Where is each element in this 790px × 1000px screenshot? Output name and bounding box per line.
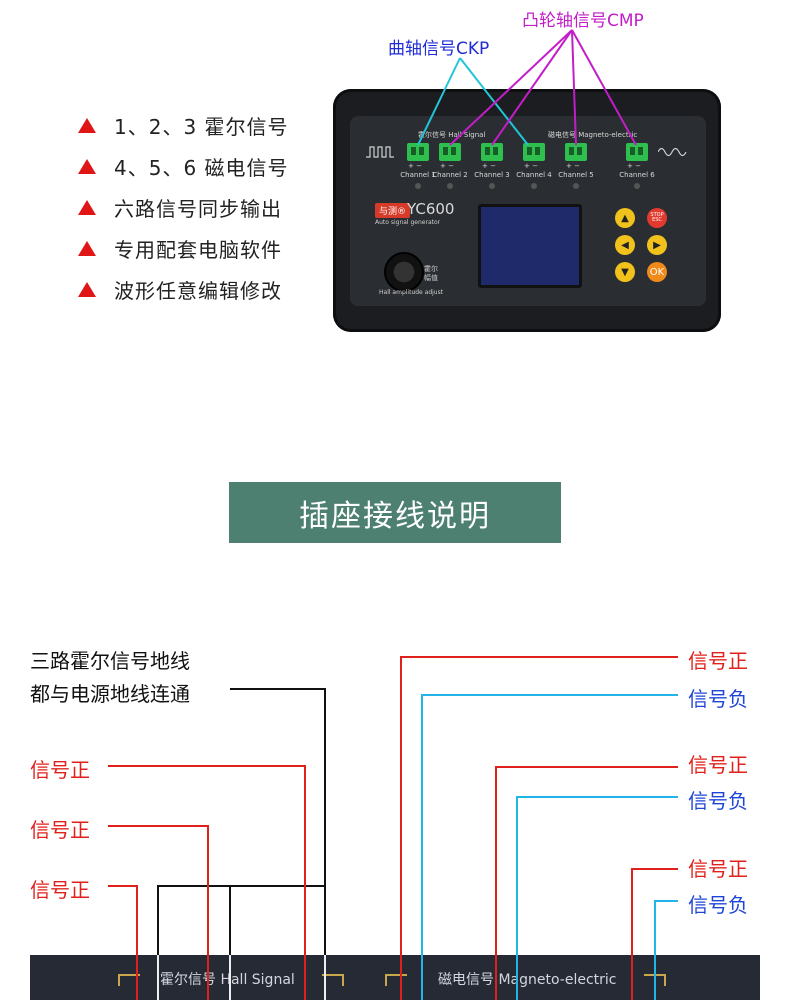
pin-label: + −: [566, 162, 580, 170]
callout-ckp: 曲轴信号CKP: [388, 39, 490, 59]
channel-5-connector[interactable]: [565, 143, 587, 161]
right-label-signal-negative: 信号负: [688, 789, 748, 813]
left-label-signal-positive: 信号正: [30, 878, 90, 902]
feature-text: 专用配套电脑软件: [114, 237, 282, 262]
channel-4-connector[interactable]: [523, 143, 545, 161]
section-title: 插座接线说明: [229, 482, 561, 543]
stop-esc-button[interactable]: STOP ESC: [647, 208, 667, 228]
strip-wires: [136, 955, 656, 1000]
bracket-left-hall: [118, 974, 140, 986]
feature-item-software: 专用配套电脑软件: [78, 234, 282, 262]
right-label-signal-positive: 信号正: [688, 857, 748, 881]
brand-logo: 与测®: [375, 203, 411, 218]
triangle-bullet-icon: [78, 281, 96, 297]
pin-label: + −: [482, 162, 496, 170]
model-subtitle: Auto signal generator: [375, 219, 441, 226]
feature-item-sync: 六路信号同步输出: [78, 193, 282, 221]
channel-label: Channel 4: [516, 171, 552, 179]
feature-item-waveform: 波形任意编辑修改: [78, 275, 282, 303]
left-label-signal-positive: 信号正: [30, 758, 90, 782]
triangle-bullet-icon: [78, 240, 96, 256]
knob-cn-label: 霍尔幅值: [424, 265, 438, 282]
feature-item-hall: 1、2、3 霍尔信号: [78, 111, 289, 139]
up-button[interactable]: ▲: [615, 208, 635, 228]
left-button[interactable]: ◀: [615, 235, 635, 255]
channel-led: [415, 183, 421, 189]
right-label-signal-positive: 信号正: [688, 753, 748, 777]
channel-2-connector[interactable]: [439, 143, 461, 161]
device-strip: [30, 955, 760, 1000]
device-screen: [478, 204, 582, 288]
channel-label: Channel 1: [400, 171, 436, 179]
bracket-right-hall: [322, 974, 344, 986]
model-name: YC600: [407, 200, 455, 218]
pin-label: + −: [440, 162, 454, 170]
callout-cmp: 凸轮轴信号CMP: [522, 11, 644, 31]
strip-label-hall: 霍尔信号 Hall Signal: [160, 972, 295, 988]
down-button[interactable]: ▼: [615, 262, 635, 282]
pin-label: + −: [627, 162, 641, 170]
ground-note-line-2: 都与电源地线连通: [30, 682, 190, 706]
sine-wave-icon: [658, 147, 687, 157]
pin-label: + −: [524, 162, 538, 170]
triangle-bullet-icon: [78, 117, 96, 133]
left-label-signal-positive: 信号正: [30, 818, 90, 842]
right-label-signal-negative: 信号负: [688, 687, 748, 711]
right-label-signal-positive: 信号正: [688, 649, 748, 673]
feature-text: 波形任意编辑修改: [114, 278, 282, 303]
channel-led: [634, 183, 640, 189]
channel-1-connector[interactable]: [407, 143, 429, 161]
channel-6-connector[interactable]: [626, 143, 648, 161]
channel-led: [447, 183, 453, 189]
ground-note-line-1: 三路霍尔信号地线: [30, 649, 190, 673]
triangle-bullet-icon: [78, 199, 96, 215]
right-label-signal-negative: 信号负: [688, 893, 748, 917]
channel-label: Channel 2: [432, 171, 468, 179]
channel-led: [573, 183, 579, 189]
right-button[interactable]: ▶: [647, 235, 667, 255]
channel-label: Channel 3: [474, 171, 510, 179]
feature-text: 4、5、6 磁电信号: [114, 155, 289, 180]
knob-label: Hall amplitude adjust: [379, 289, 444, 296]
feature-text: 1、2、3 霍尔信号: [114, 114, 289, 139]
pin-label: + −: [408, 162, 422, 170]
feature-text: 六路信号同步输出: [114, 196, 282, 221]
channel-led: [489, 183, 495, 189]
channel-3-connector[interactable]: [481, 143, 503, 161]
device-group-hall: 霍尔信号 Hall Signal: [418, 131, 486, 139]
ok-button[interactable]: OK: [647, 262, 667, 282]
strip-label-magneto: 磁电信号 Magneto-electric: [438, 972, 617, 988]
square-wave-icon: [366, 146, 394, 158]
channel-label: Channel 6: [619, 171, 655, 179]
bracket-left-magneto: [385, 974, 407, 986]
feature-item-magneto: 4、5、6 磁电信号: [78, 152, 289, 180]
amplitude-knob[interactable]: [384, 252, 424, 292]
callout-lines: [417, 29, 637, 146]
device-group-magneto: 磁电信号 Magneto-electric: [548, 131, 638, 139]
channel-label: Channel 5: [558, 171, 594, 179]
triangle-bullet-icon: [78, 158, 96, 174]
channel-led: [531, 183, 537, 189]
